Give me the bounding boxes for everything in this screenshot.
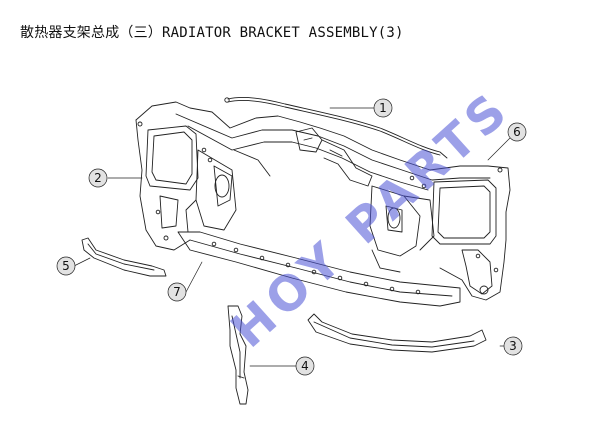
part-7-lower-crossmember	[177, 231, 461, 307]
callout-6-marker	[507, 122, 527, 142]
callout-3-label: 3	[509, 339, 517, 353]
part-3-right-strip	[307, 313, 487, 353]
callout-labels: 1 2 3 4 5 6 7	[62, 101, 521, 373]
callout-6-label: 6	[513, 125, 521, 139]
callout-7-label: 7	[173, 285, 181, 299]
callout-7-marker	[167, 282, 187, 302]
watermark-text: HOY PARTS	[221, 80, 522, 359]
callout-3-marker	[503, 336, 523, 356]
callout-1-marker	[373, 98, 393, 118]
diagram-title: 散热器支架总成（三）RADIATOR BRACKET ASSEMBLY(3)	[20, 25, 404, 41]
radiator-support-frame	[135, 101, 511, 307]
callout-4-marker	[295, 356, 315, 376]
part-1-upper-rod	[224, 96, 448, 159]
callout-markers	[56, 98, 527, 376]
callout-5-marker	[56, 256, 76, 276]
callout-4-label: 4	[301, 359, 309, 373]
part-4-vertical-bracket	[227, 305, 249, 405]
callout-2-label: 2	[94, 171, 102, 185]
part-5-left-strip	[81, 237, 167, 277]
callout-2-marker	[88, 168, 108, 188]
callout-1-label: 1	[379, 101, 387, 115]
callout-5-label: 5	[62, 259, 70, 273]
